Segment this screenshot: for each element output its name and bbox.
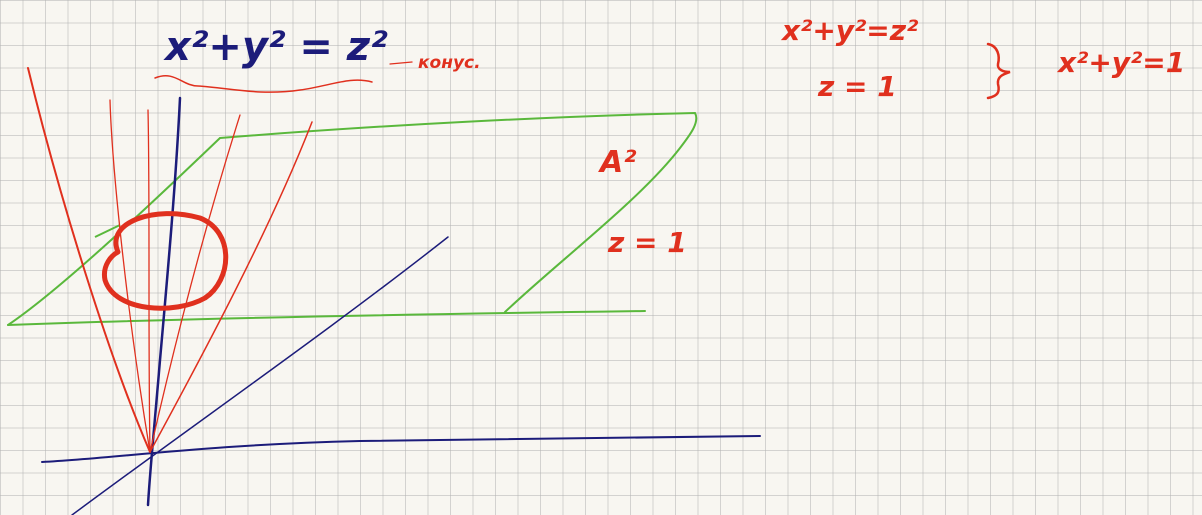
plane-tick-left — [94, 224, 121, 238]
system-equation-2: z = 1 — [817, 70, 897, 103]
system-brace — [986, 42, 1011, 100]
plane-z1-outline — [7, 111, 698, 326]
system-equation-1: x²+y²=z² — [780, 14, 919, 47]
equation-underline — [154, 75, 373, 93]
plane-z1-front-edge — [7, 310, 646, 326]
plane-name: A² — [598, 145, 636, 180]
arrow-to-label — [389, 61, 413, 65]
system-result: x²+y²=1 — [1056, 46, 1185, 79]
cone-line-outer-right — [149, 121, 313, 453]
cone-label: конус. — [418, 53, 481, 73]
cone-line-inner-left — [109, 99, 151, 453]
z-axis — [146, 96, 182, 507]
plane-equation: z = 1 — [607, 226, 687, 259]
cone-line-inner-right — [149, 114, 241, 453]
x-axis — [41, 435, 761, 463]
cone-line-outer-left — [27, 67, 151, 453]
y-axis — [71, 236, 449, 515]
intersection-circle — [101, 211, 229, 311]
main-equation: x²+y² = z² — [163, 24, 388, 70]
cone-line-inner-center — [147, 109, 151, 453]
